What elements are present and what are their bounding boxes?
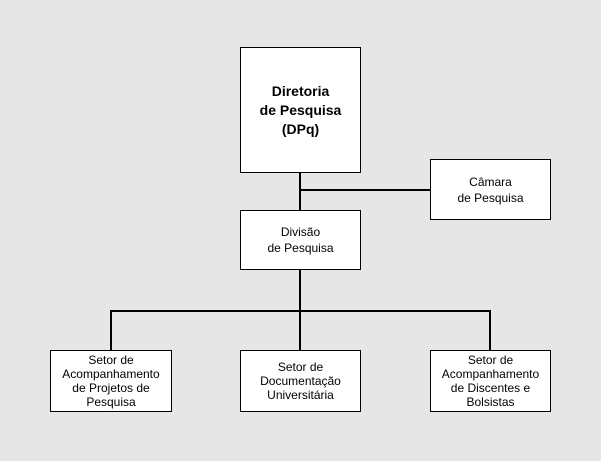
edge-dpq-to-divisao	[299, 172, 301, 210]
node-text-line: Bolsistas	[466, 395, 515, 409]
node-text-line: de Discentes e	[450, 381, 531, 395]
org-node-divisao-de-pesquisa: Divisão de Pesquisa	[240, 210, 361, 270]
node-text-line: de Pesquisa	[457, 190, 524, 205]
edge-drop-setor-discentes	[489, 310, 491, 350]
org-node-setor-projetos-de-pesquisa: Setor de Acompanhamento de Projetos de P…	[50, 350, 172, 412]
node-text-line: Acompanhamento	[62, 367, 160, 381]
node-text-line: de Pesquisa	[267, 241, 334, 255]
node-text-line: de Pesquisa	[259, 101, 342, 118]
org-node-camara-de-pesquisa: Câmara de Pesquisa	[430, 159, 551, 220]
org-node-diretoria-de-pesquisa: Diretoria de Pesquisa (DPq)	[240, 47, 361, 173]
node-text-line: Acompanhamento	[441, 367, 540, 381]
edge-horizontal-rail	[110, 310, 491, 312]
edge-branch-to-camara	[300, 189, 430, 191]
edge-drop-setor-documentacao	[299, 310, 301, 350]
edge-drop-setor-projetos	[110, 310, 112, 350]
edge-divisao-to-rail	[299, 269, 301, 311]
node-text-line: Setor de	[88, 353, 134, 367]
node-text-line: Setor de	[277, 360, 324, 374]
node-text-line: de Projetos de	[72, 381, 150, 395]
org-node-setor-documentacao-universitaria: Setor de Documentação Universitária	[240, 350, 361, 412]
node-text-line: Divisão	[280, 225, 321, 239]
node-text-line: Pesquisa	[86, 395, 136, 409]
node-text-line: (DPq)	[281, 120, 320, 137]
node-text-line: Diretoria	[271, 82, 330, 99]
org-node-setor-discentes-e-bolsistas: Setor de Acompanhamento de Discentes e B…	[430, 350, 551, 412]
node-text-line: Universitária	[267, 388, 334, 402]
node-text-line: Câmara	[469, 174, 512, 189]
node-text-line: Documentação	[260, 374, 341, 388]
node-text-line: Setor de	[467, 353, 514, 367]
